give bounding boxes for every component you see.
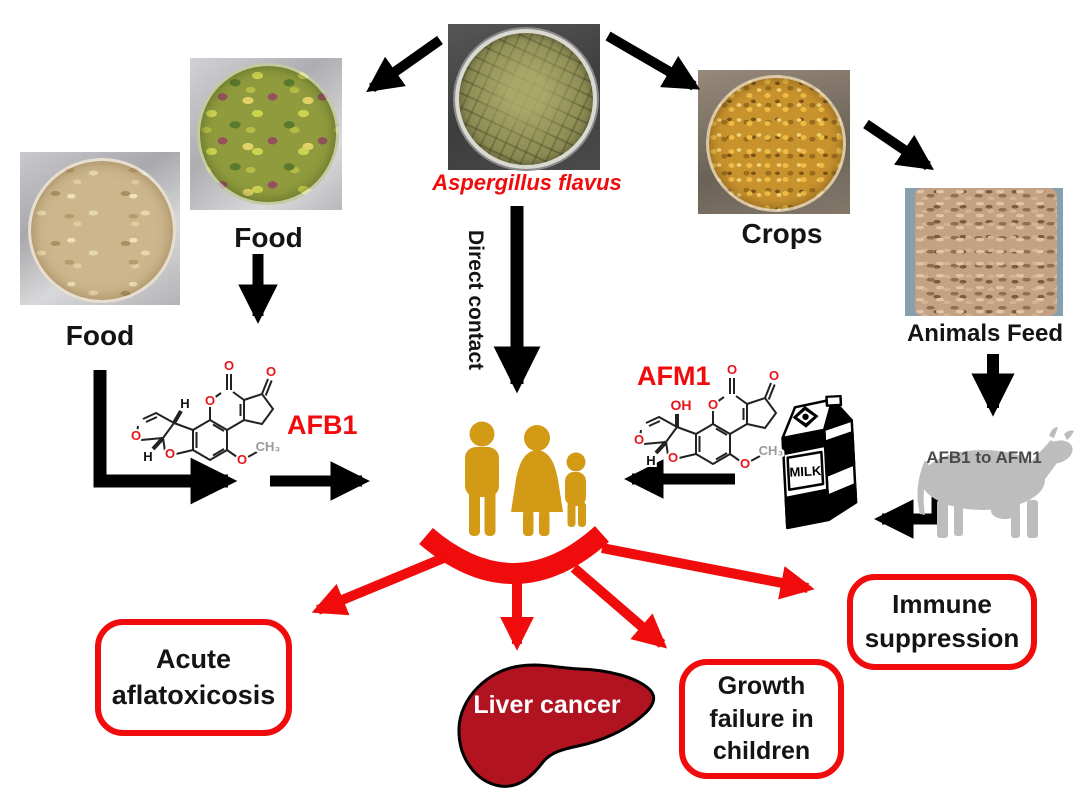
afm1-label: AFM1 <box>637 361 711 391</box>
red-arc-under-family <box>419 526 610 584</box>
svg-text:O: O <box>131 428 141 443</box>
svg-text:O: O <box>205 393 215 408</box>
cow-shapes <box>917 427 1074 538</box>
arrow-cow-to-milk <box>874 488 943 539</box>
peanuts-photo <box>20 152 180 305</box>
direct-contact-label: Direct contact <box>464 229 488 371</box>
pistachios-photo <box>190 58 342 210</box>
petri-dish <box>455 29 597 169</box>
liver-cancer-label: Liver cancer <box>473 691 621 719</box>
afb1-label: AFB1 <box>287 410 358 440</box>
outcome-immune-suppression: Immune suppression <box>847 574 1037 670</box>
svg-text:O: O <box>668 450 678 465</box>
arrow-food-elbow-to-family <box>93 370 238 505</box>
milk-carton-shapes <box>781 394 858 530</box>
arrow-to-growth-failure <box>570 564 668 649</box>
svg-text:O: O <box>165 446 175 461</box>
food-label-peanuts: Food <box>65 320 135 351</box>
aspergillus-petri-dish-photo <box>448 24 600 170</box>
cow-label: AFB1 to AFM1 <box>926 448 1042 467</box>
arrow-crops-to-feed <box>863 119 934 171</box>
svg-text:O: O <box>224 358 234 373</box>
milk-carton: MILK <box>781 394 858 530</box>
family-silhouette <box>465 421 586 536</box>
animal-feed-photo <box>905 188 1063 316</box>
outcome-growth-failure: Growth failure in children <box>679 659 844 779</box>
pistachios-bowl <box>197 63 339 205</box>
afb1-atoms: O O O O CH₃ O O H H <box>129 356 282 469</box>
arrow-to-immune-suppression <box>601 543 815 600</box>
family-shapes <box>465 421 586 536</box>
milk-text: MILK <box>789 463 822 480</box>
svg-text:H: H <box>180 396 189 411</box>
svg-text:O: O <box>237 452 247 467</box>
svg-text:CH₃: CH₃ <box>256 439 281 454</box>
peanuts-bowl <box>28 158 176 303</box>
arrow-to-acute-aflatoxicosis <box>311 552 448 616</box>
feed-pellets <box>915 188 1057 316</box>
svg-text:OH: OH <box>671 397 692 413</box>
arrow-dish-to-pistachios <box>366 35 443 93</box>
svg-text:H: H <box>646 453 655 468</box>
liver-path <box>457 663 656 788</box>
cow-silhouette <box>917 427 1074 538</box>
afb1-structure: O O O O CH₃ O O H H <box>129 356 282 469</box>
svg-text:O: O <box>634 432 644 447</box>
svg-text:H: H <box>143 449 152 464</box>
liver-shape <box>457 663 656 788</box>
red-arrows <box>311 526 815 651</box>
svg-text:O: O <box>740 456 750 471</box>
animals-feed-label: Animals Feed <box>906 320 1064 347</box>
corn-crops-photo <box>698 70 850 214</box>
svg-text:O: O <box>769 368 779 383</box>
svg-text:O: O <box>708 397 718 412</box>
svg-text:CH₃: CH₃ <box>759 443 784 458</box>
svg-text:O: O <box>727 362 737 377</box>
corn-bowl <box>706 75 846 212</box>
food-label-pistachios: Food <box>234 222 303 253</box>
crops-label: Crops <box>741 218 823 249</box>
arrow-dish-to-crops <box>605 31 701 91</box>
outcome-acute-aflatoxicosis: Acute aflatoxicosis <box>95 619 292 736</box>
svg-text:O: O <box>266 364 276 379</box>
afb1-bonds <box>136 374 275 462</box>
aspergillus-flavus-label: Aspergillus flavus <box>432 170 622 195</box>
